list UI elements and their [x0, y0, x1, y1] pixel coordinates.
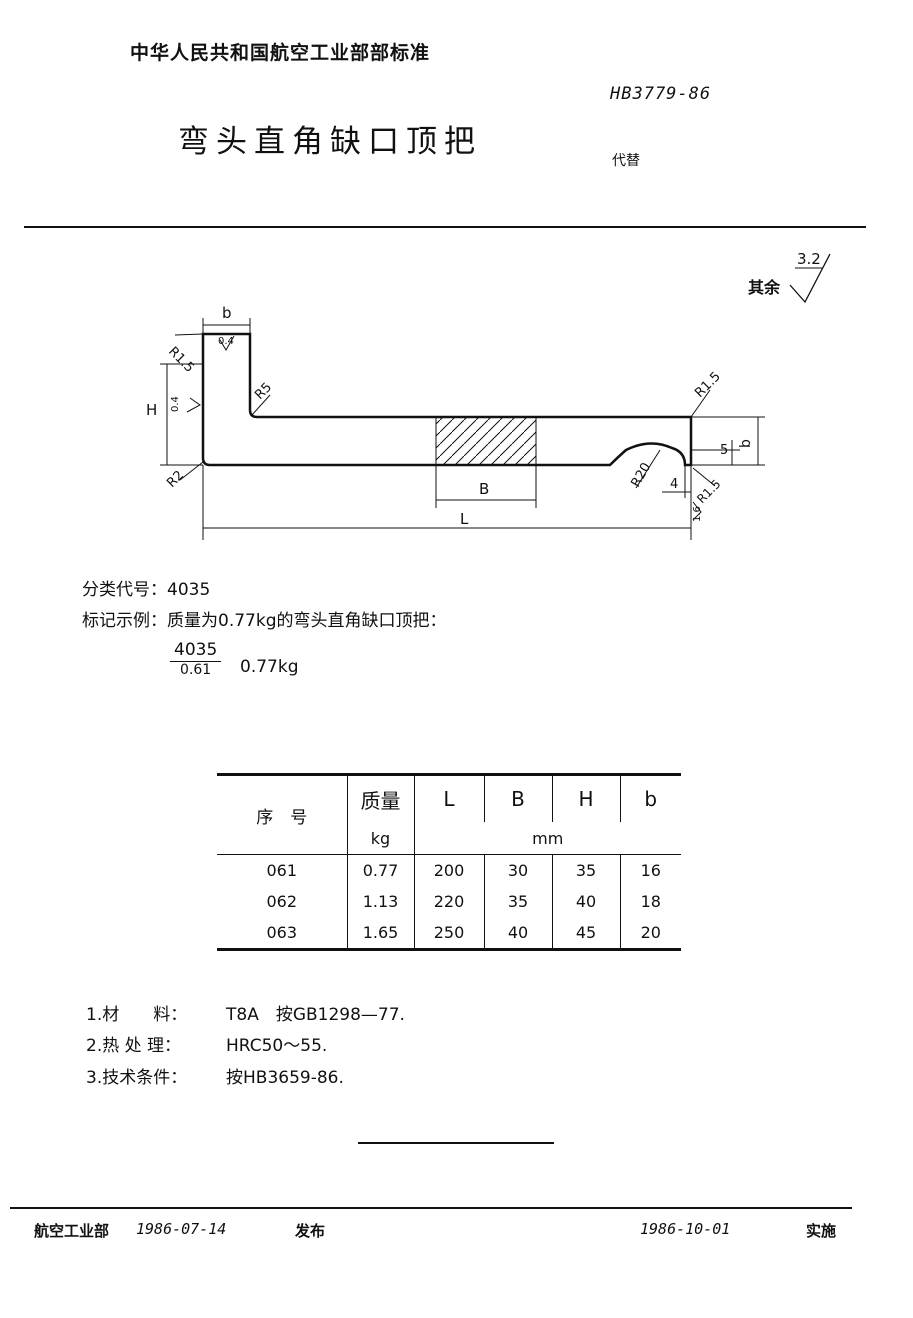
marking-fraction: 4035 0.61 [170, 640, 222, 678]
marking-example: 标记示例：质量为0.77kg的弯头直角缺口顶把： [82, 611, 447, 631]
section-hatch [435, 416, 537, 466]
note-tech-conditions: 3.技术条件： 按HB3659-86. [86, 1063, 344, 1088]
technical-drawing: 3.2 b 0.4 R1.5 H 0.4 R5 R2 R1.5 b [146, 250, 831, 540]
end-rule [358, 1142, 554, 1144]
marking-denominator: 0.61 [180, 662, 212, 678]
note-tech-value: 按HB3659-86. [226, 1068, 344, 1088]
footer-issuer: 航空工业部 [34, 1222, 110, 1240]
row-061-mass: 0.77 [346, 854, 415, 886]
header-rule [24, 226, 866, 228]
row-061-H: 35 [551, 854, 621, 886]
note-material: 1.材 料： T8A 按GB1298—77. [86, 1000, 405, 1025]
header-B: B [483, 773, 553, 822]
replaces-label: 代替 [612, 153, 640, 169]
footer-impl-date: 1986-10-01 [640, 1220, 731, 1238]
document-title: 弯头直角缺口顶把 [178, 124, 482, 160]
spec-table: 序 号 质量 L B H b kg mm 061 0.77 200 30 35 … [217, 773, 681, 951]
dim-r15-right-top: R1.5 [692, 369, 724, 401]
row-063-L: 250 [413, 917, 485, 951]
header-mass: 质量 [346, 773, 415, 822]
row-062-L: 220 [413, 886, 485, 917]
roughness-symbol-other: 3.2 [789, 250, 831, 304]
classification-code: 分类代号：4035 [82, 580, 211, 600]
dim-L: L [460, 510, 469, 528]
dim-five: 5 [720, 443, 728, 458]
row-063-B: 40 [483, 917, 553, 951]
row-062-b: 18 [619, 886, 681, 917]
row-063-serial: 063 [217, 917, 348, 951]
dim-h-left: H [146, 401, 157, 419]
row-061-L: 200 [413, 854, 485, 886]
row-061-B: 30 [483, 854, 553, 886]
note-material-label: 1.材 料： [86, 1005, 188, 1025]
row-063-H: 45 [551, 917, 621, 951]
header-mass-unit: kg [346, 822, 415, 855]
header-b: b [619, 773, 681, 822]
header-mm-unit: mm [413, 822, 681, 855]
row-061-serial: 061 [217, 854, 348, 886]
footer-impl-word: 实施 [806, 1222, 837, 1240]
header-serial: 序 号 [217, 773, 348, 855]
dim-r2-bottom-left: R2 [164, 468, 187, 491]
marking-numerator: 4035 [170, 640, 222, 662]
part-outline [201, 332, 693, 467]
row-062-H: 40 [551, 886, 621, 917]
roughness-other-label: 其余 [748, 278, 781, 297]
rough-notch-value: 1.6 [692, 506, 703, 522]
row-061-b: 16 [619, 854, 681, 886]
rough-top-value: 0.4 [218, 336, 234, 347]
row-062-mass: 1.13 [346, 886, 415, 917]
note-tech-label: 3.技术条件： [86, 1068, 188, 1088]
note-material-value: T8A 按GB1298—77. [226, 1005, 405, 1025]
dim-b-top: b [222, 304, 232, 322]
dim-r5-inner: R5 [252, 380, 275, 403]
header-H: H [551, 773, 621, 822]
org-name: 中华人民共和国航空工业部部标准 [130, 42, 431, 64]
row-062-B: 35 [483, 886, 553, 917]
dim-b-right: b [738, 439, 754, 448]
note-heat-value: HRC50～55. [226, 1036, 328, 1056]
roughness-other-value: 3.2 [797, 250, 821, 268]
rough-left-value: 0.4 [170, 396, 181, 412]
standard-number: HB3779-86 [610, 84, 712, 104]
note-heat-label: 2.热 处 理： [86, 1036, 182, 1056]
note-heat-treatment: 2.热 处 理： HRC50～55. [86, 1031, 327, 1056]
footer-issue-word: 发布 [295, 1222, 326, 1240]
footer-issue-date: 1986-07-14 [136, 1220, 227, 1238]
row-063-b: 20 [619, 917, 681, 951]
row-062-serial: 062 [217, 886, 348, 917]
dim-r15-top-left: R1.5 [165, 344, 197, 376]
marking-mass: 0.77kg [240, 657, 299, 677]
dim-r15-notch: R1.5 [694, 477, 723, 506]
dim-four: 4 [670, 477, 678, 492]
dim-B: B [479, 480, 489, 498]
row-063-mass: 1.65 [346, 917, 415, 951]
header-L: L [413, 773, 485, 822]
footer-rule [10, 1207, 852, 1209]
